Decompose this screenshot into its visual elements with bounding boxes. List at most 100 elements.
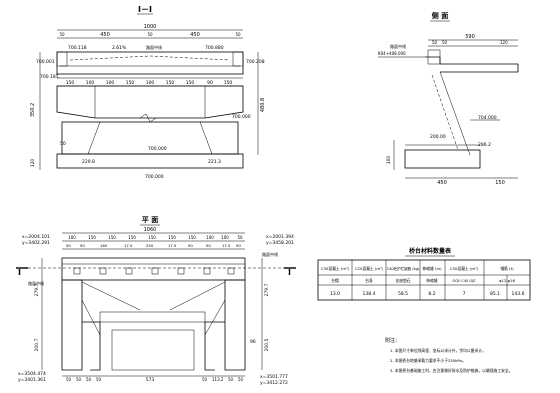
section-left-height: 350.2 — [30, 103, 36, 117]
material-table: 桥台材料数量表 C30混凝土 (m³) C25混凝土 (m³) C40砼护栏钢筋… — [317, 247, 531, 301]
plan-marker-left: I — [18, 268, 21, 277]
plan-bottom-dim-5: 573 — [146, 377, 155, 383]
plan-top-dim-5: 150 — [148, 235, 156, 240]
table-header-6: 钢筋 (t) — [500, 266, 514, 271]
notes-line-1: 1. 本图尺寸单位除高程、坐标以米计外，余均以厘米计。 — [390, 348, 486, 353]
side-title: 侧 面 — [432, 11, 448, 20]
section-level-left2: 700.001 — [36, 59, 55, 65]
section-level-left-low: 700.185 — [40, 74, 59, 80]
section-dim-row-9: 150 — [224, 80, 233, 86]
plan-top-dim: 1060 — [144, 227, 157, 233]
plan-top-dim-8: 100 — [206, 235, 214, 240]
section-dim-row-8: 90 — [207, 80, 213, 86]
plan-coord-lb1: x=3504.474 — [18, 371, 46, 377]
side-top-dim-c: 120 — [500, 40, 508, 45]
table-cell-3: 58.5 — [398, 291, 408, 297]
table-title: 桥台材料数量表 — [409, 247, 452, 255]
side-top-dim-b: 50 — [442, 40, 448, 45]
plan-sub-dim-6: 17.5 — [168, 243, 177, 248]
table-cell-4: 8.2 — [428, 291, 435, 297]
section-dim-row-1: 150 — [66, 80, 75, 86]
plan-sub-dim-2: 50 — [80, 243, 85, 248]
side-label-left: 路面中线 — [390, 43, 406, 49]
plan-side-right-2: 200.5 — [264, 338, 270, 351]
plan-top-dim-4: 150 — [128, 235, 136, 240]
section-level-right-mid: 700.000 — [232, 114, 251, 120]
section-dim-e: 50 — [235, 32, 241, 37]
section-base-level: 700.000 — [145, 174, 164, 180]
plan-label-ne: 路面中线 — [262, 251, 278, 257]
side-top-dim-a: 50 — [432, 40, 438, 45]
section-level-right: 700.880 — [205, 45, 224, 51]
section-level-left: 700.118 — [68, 45, 87, 51]
plan-bottom-dim-9: 50 — [238, 377, 244, 382]
section-bottom-level: 700.000 — [148, 146, 167, 152]
plan-marker-right: I — [288, 268, 291, 277]
plan-bottom-dim-3: 50 — [86, 377, 92, 382]
side-bottom-dim-b: 150 — [495, 180, 505, 186]
plan-top-dim-3: 150 — [108, 235, 116, 240]
table-header-1: C30混凝土 (m³) — [321, 266, 350, 271]
side-level-mid: 704.000 — [478, 115, 497, 121]
notes-line-2: 2. 本图桥台地基承载力要求不小于250kPa。 — [390, 358, 466, 363]
table-sub-1: 台帽 — [331, 278, 339, 283]
plan-side-left-2: 200.7 — [34, 338, 40, 351]
table-header-5: C30混凝土 (m³) — [450, 266, 479, 271]
plan-bottom-dim-1: 50 — [66, 377, 72, 382]
plan-sub-dim-10: 50 — [236, 243, 241, 248]
plan-sub-dim-9: 17.5 — [222, 243, 231, 248]
section-title: I－I — [138, 5, 152, 14]
table-sub-5: GQF-C40 GJZ — [453, 279, 476, 283]
plan-bottom-dim-6: 50 — [202, 377, 208, 382]
plan-view: 平 面 1060 100 150 150 150 150 150 150 100… — [16, 216, 296, 386]
plan-sub-dim-4: 17.5 — [124, 243, 133, 248]
plan-coord-lb2: y=3401.361 — [18, 377, 46, 383]
side-top-dim: 590 — [465, 34, 475, 40]
notes-line-3: 3. 本图桥台基础施工时，应注意做好排水及防护措施，以确保施工安全。 — [390, 368, 513, 373]
table-header-2: C25混凝土 (m³) — [355, 266, 384, 271]
plan-title: 平 面 — [142, 216, 158, 224]
side-bottom-dim-a: 450 — [437, 180, 447, 186]
section-dim-row-4: 150 — [126, 80, 135, 86]
plan-top-dim-7: 150 — [188, 235, 196, 240]
plan-coord-lt2: y=3402.291 — [22, 240, 50, 246]
plan-top-dim-2: 150 — [88, 235, 96, 240]
section-bottom-dim: 50 — [60, 141, 66, 147]
section-bottom-right: 221.3 — [208, 159, 221, 165]
side-level-left: K04+408.000 — [378, 51, 406, 56]
plan-bottom-dim-7: 113.2 — [212, 377, 224, 382]
plan-coord-lt1: x=2004.101 — [22, 234, 50, 240]
section-dim-c: 50 — [59, 32, 65, 37]
section-dim-row-2: 100 — [86, 80, 95, 86]
section-dim-row-6: 150 — [166, 80, 175, 86]
table-header-3: C40砼护栏钢筋 (kg) — [387, 266, 420, 271]
section-level-right2: 700.208 — [246, 59, 265, 65]
section-dim-row-3: 100 — [106, 80, 115, 86]
section-dim-a: 450 — [100, 32, 110, 38]
plan-top-dim-6: 150 — [168, 235, 176, 240]
side-dim-left: 100 — [386, 156, 392, 165]
section-left-small: 120 — [30, 159, 36, 168]
plan-bottom-dim-8: 50 — [228, 377, 234, 382]
plan-side-right-1: 279.7 — [264, 283, 270, 296]
plan-coord-rb2: y=3412.272 — [260, 380, 288, 386]
plan-coord-rt2: y=3458.201 — [266, 240, 294, 246]
section-dim-row-7: 150 — [186, 80, 195, 86]
section-dim-row-5: 100 — [146, 80, 155, 86]
plan-mid-dim: 96 — [250, 339, 256, 345]
plan-side-left-1: 279.7 — [34, 283, 40, 296]
section-dim-total: 1000 — [144, 24, 157, 30]
plan-top-dim-10: 50 — [237, 235, 243, 240]
section-dim-b: 450 — [190, 32, 200, 38]
plan-road-label: 路面中线 — [28, 280, 44, 286]
plan-sub-dim-5: 250 — [146, 243, 154, 248]
table-cell-1: 13.0 — [330, 291, 340, 297]
plan-top-dim-1: 100 — [68, 235, 76, 240]
side-level-low2: 286.2 — [478, 142, 491, 148]
plan-sub-dim-7: 50 — [188, 243, 193, 248]
table-cell-2: 138.4 — [363, 291, 376, 297]
side-view: 侧 面 590 50 50 120 路面中线 K04+408.000 704.0… — [378, 11, 519, 186]
notes-title: 附注： — [385, 337, 400, 344]
table-cell-7: 143.6 — [512, 291, 525, 297]
